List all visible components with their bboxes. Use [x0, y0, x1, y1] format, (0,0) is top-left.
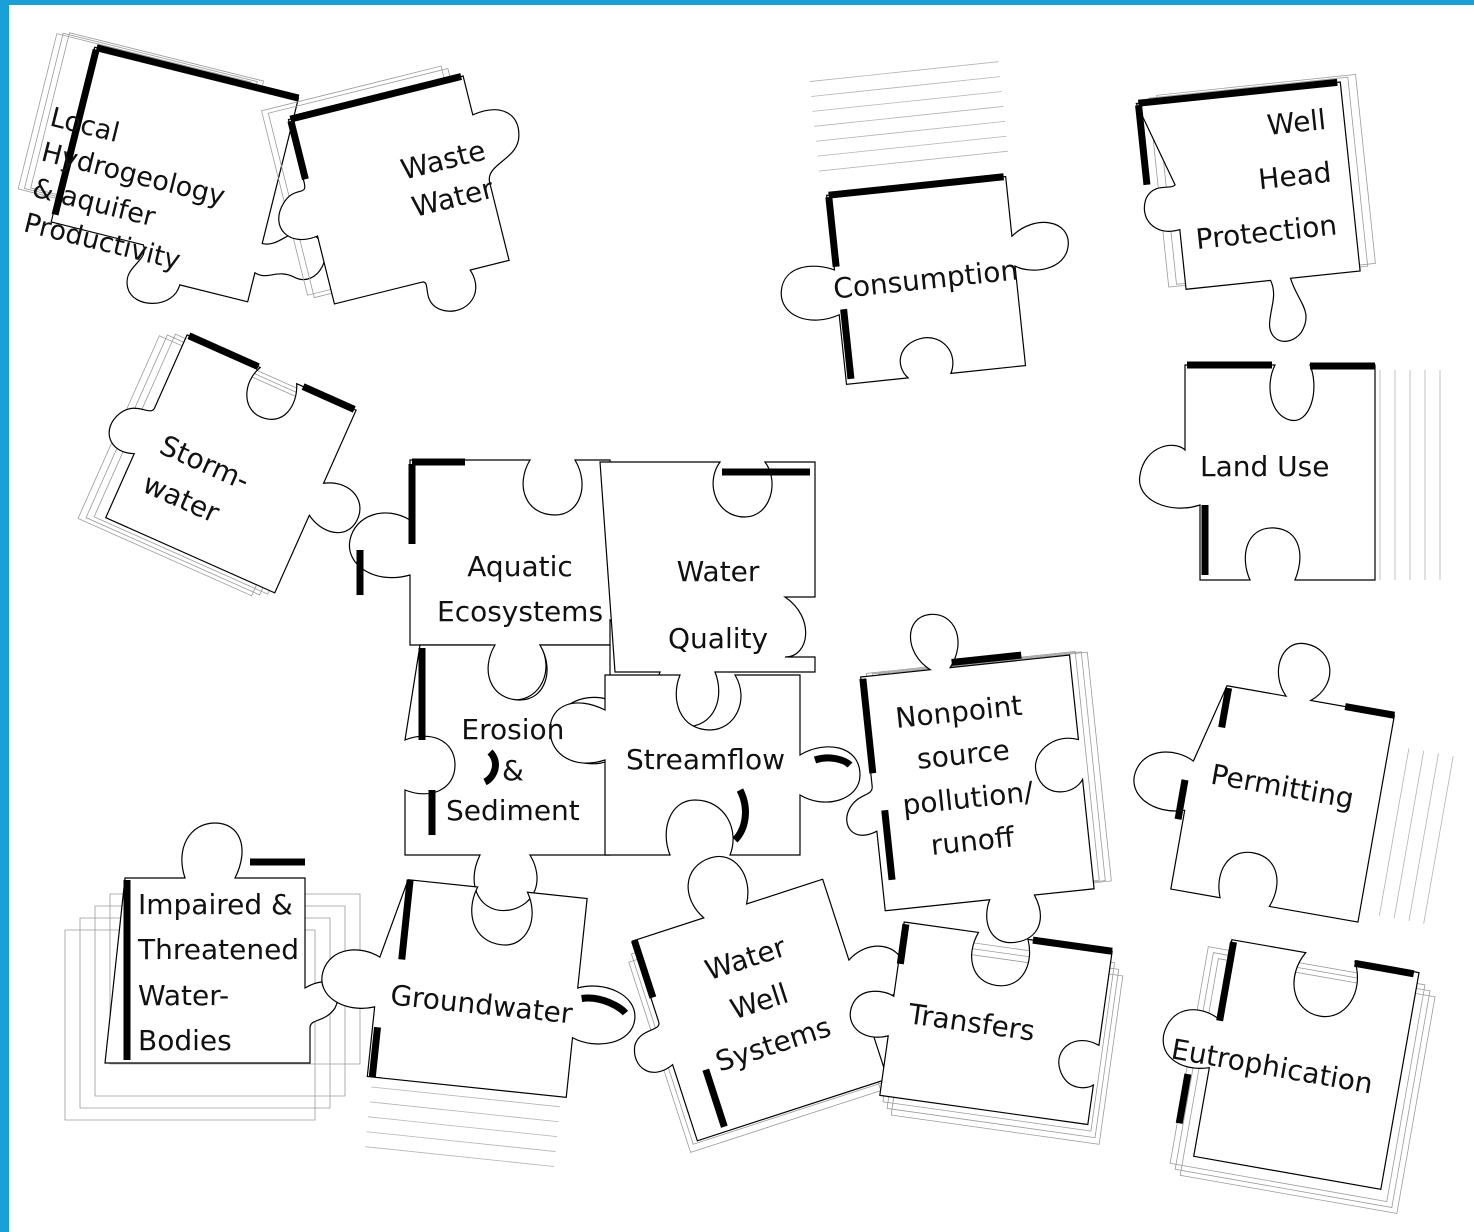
label-streamflow: Streamflow [626, 743, 785, 776]
piece-stormwater [77, 332, 361, 597]
piece-groundwater [321, 879, 636, 1167]
piece-consumption [780, 61, 1069, 386]
piece-transfers [849, 921, 1124, 1145]
piece-nonpoint-source [846, 613, 1112, 944]
label-well-head-protection: Well Head Protection [1194, 102, 1339, 257]
label-water-quality: Water Quality [668, 555, 769, 656]
piece-waste-water [261, 65, 520, 312]
label-erosion-sediment: Erosion & Sediment [446, 713, 580, 828]
piece-land-use [1139, 361, 1441, 581]
piece-local-hydrogeology [17, 32, 326, 304]
piece-impaired-waterbodies [64, 822, 361, 1121]
piece-well-head-protection [1135, 73, 1376, 342]
piece-streamflow [549, 674, 861, 856]
piece-water-well-systems [628, 855, 905, 1153]
label-impaired-waterbodies: Impaired & Threatened Water- Bodies [138, 888, 300, 1058]
label-nonpoint-source: Nonpoint source pollution/ runoff [893, 688, 1035, 863]
piece-eutrophication [1162, 938, 1436, 1214]
piece-aquatic-ecosystems [348, 458, 666, 701]
label-land-use: Land Use [1200, 450, 1330, 483]
piece-permitting [1133, 642, 1454, 924]
label-aquatic-ecosystems: Aquatic Ecosystems [437, 550, 604, 628]
